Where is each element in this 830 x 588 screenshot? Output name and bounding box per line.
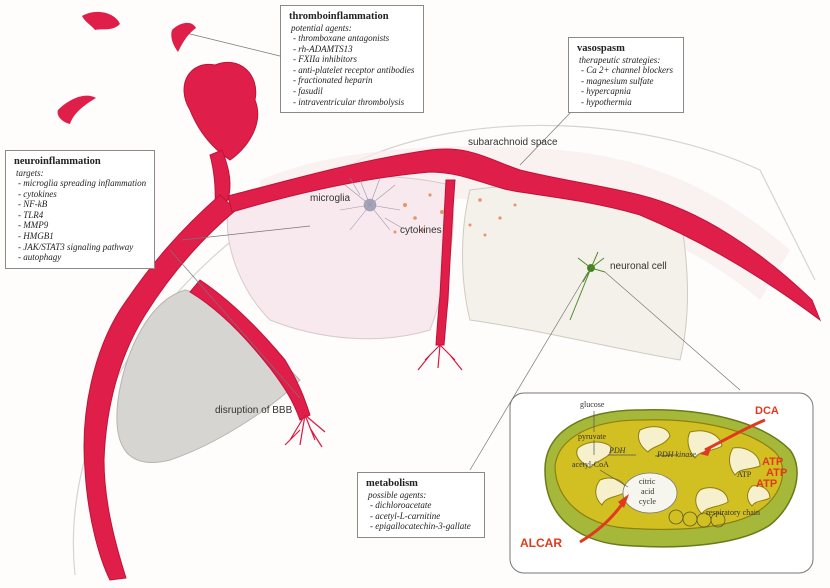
list-item: magnesium sulfate	[581, 76, 677, 87]
list-item: autophagy	[18, 252, 148, 263]
pathway-arrows	[593, 411, 677, 488]
vasospasm-list: Ca 2+ channel blockers magnesium sulfate…	[577, 65, 677, 107]
atp-small-label: ATP	[737, 470, 752, 479]
atp-label-1: ATP	[762, 456, 784, 468]
list-item: anti-platelet receptor antibodies	[293, 65, 417, 76]
neuroinflammation-subtitle: targets:	[16, 168, 44, 178]
list-item: dichloroacetate	[370, 500, 478, 511]
list-item: HMGB1	[18, 231, 148, 242]
list-item: fractionated heparin	[293, 75, 417, 86]
list-item: rh-ADAMTS13	[293, 44, 417, 55]
alcar-arrowhead	[618, 494, 629, 508]
citric-label: citric	[639, 477, 656, 486]
blood-vessels	[83, 62, 822, 581]
metabolism-subtitle: possible agents:	[368, 490, 427, 500]
list-item: hypercapnia	[581, 86, 677, 97]
cycle-label: cycle	[639, 497, 656, 506]
label-neuronal-cell: neuronal cell	[610, 261, 667, 272]
neuronal-cell	[569, 251, 606, 321]
label-subarachnoid-space: subarachnoid space	[468, 137, 558, 148]
list-item: NF-kB	[18, 199, 148, 210]
list-item: microglia spreading inflammation	[18, 178, 148, 189]
label-cytokines: cytokines	[400, 225, 442, 236]
label-microglia: microglia	[310, 193, 351, 204]
thromboinflammation-subtitle: potential agents:	[291, 23, 352, 33]
thromboinflammation-box: thromboinflammation potential agents: th…	[280, 5, 424, 114]
cytokine-dots	[393, 193, 517, 237]
pdh-label: PDH	[609, 446, 626, 455]
dca-arrowhead	[700, 446, 712, 456]
acetyl-coa-label: acetyl-CoA	[572, 460, 609, 469]
cristae	[576, 426, 771, 515]
respiratory-chain-label: respiratory chain	[706, 508, 760, 517]
microglia-cell	[339, 177, 403, 231]
list-item: thromboxane antagonists	[293, 33, 417, 44]
thromboinflammation-list: thromboxane antagonists rh-ADAMTS13 FXII…	[289, 33, 417, 107]
glucose-label: glucose	[580, 400, 605, 409]
vasospasm-title: vasospasm	[577, 43, 625, 54]
list-item: epigallocatechin-3-gallate	[370, 521, 478, 532]
pdh-kinase-label: PDH kinase	[657, 450, 696, 459]
list-item: FXIIa inhibitors	[293, 54, 417, 65]
citric-acid-cycle	[622, 472, 678, 514]
metabolism-box: metabolism possible agents: dichloroacet…	[357, 472, 485, 538]
vasospasm-subtitle: therapeutic strategies:	[579, 55, 661, 65]
acid-label: acid	[641, 487, 655, 496]
thromboinflammation-title: thromboinflammation	[289, 11, 389, 22]
capillaries	[284, 344, 463, 448]
label-disruption-bbb: disruption of BBB	[215, 405, 293, 416]
list-item: TLR4	[18, 210, 148, 221]
dca-label: DCA	[755, 405, 779, 417]
alcar-label: ALCAR	[520, 536, 562, 550]
list-item: fasudil	[293, 86, 417, 97]
list-item: acetyl-L-carnitine	[370, 511, 478, 522]
blood-clot	[183, 62, 259, 161]
neuroinflammation-list: microglia spreading inflammation cytokin…	[14, 178, 148, 263]
list-item: JAK/STAT3 signaling pathway	[18, 242, 148, 253]
vasospasm-box: vasospasm therapeutic strategies: Ca 2+ …	[568, 37, 684, 114]
neuroinflammation-title: neuroinflammation	[14, 156, 101, 167]
list-item: cytokines	[18, 189, 148, 200]
list-item: intraventricular thrombolysis	[293, 97, 417, 108]
atp-label-2: ATP	[766, 467, 788, 479]
metabolism-list: dichloroacetate acetyl-L-carnitine epiga…	[366, 500, 478, 532]
list-item: hypothermia	[581, 97, 677, 108]
respiratory-chain	[668, 509, 726, 528]
atp-label-3: ATP	[756, 478, 778, 490]
list-item: MMP9	[18, 220, 148, 231]
pyruvate-label: pyruvate	[578, 432, 606, 441]
clot-fragments	[57, 11, 196, 124]
metabolism-title: metabolism	[366, 478, 418, 489]
leader-lines	[169, 31, 741, 471]
list-item: Ca 2+ channel blockers	[581, 65, 677, 76]
neuroinflammation-box: neuroinflammation targets: microglia spr…	[5, 150, 155, 269]
